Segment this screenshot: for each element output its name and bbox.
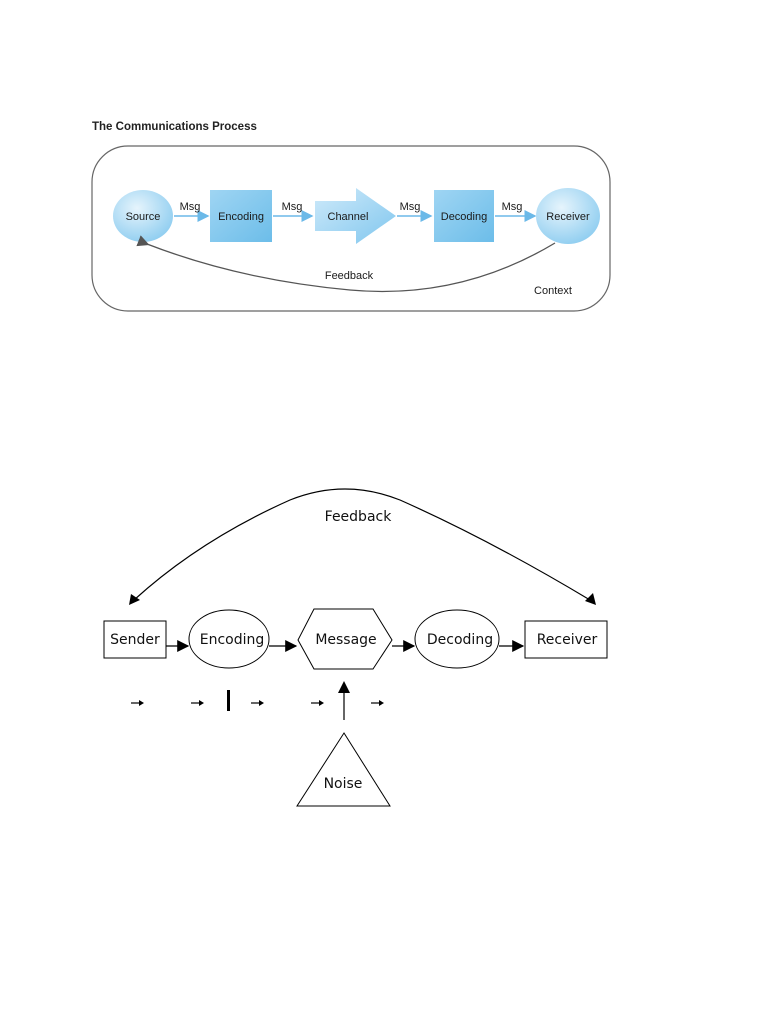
- receiver-node: [536, 188, 600, 244]
- sender-label: Sender: [110, 632, 160, 648]
- feedback-label: Feedback: [325, 270, 374, 282]
- source-label: Source: [126, 211, 161, 223]
- noise-arrowhead: [338, 681, 350, 693]
- msg-label-1: Msg: [180, 201, 201, 213]
- receiver-label: Receiver: [546, 211, 590, 223]
- feedback-arrow: [136, 235, 556, 293]
- decoding-node: [434, 190, 494, 242]
- source-node: [113, 190, 173, 242]
- decoding-label: Decoding: [441, 211, 487, 223]
- feedback-arc: [133, 488, 591, 601]
- receiver-label-2: Receiver: [537, 632, 598, 648]
- diagram-title: The Communications Process: [92, 121, 257, 133]
- msg-label-4: Msg: [502, 201, 523, 213]
- sender-node: [103, 620, 167, 659]
- channel-node: [315, 188, 396, 244]
- message-node: [297, 608, 393, 670]
- encoding-node: [210, 190, 272, 242]
- noise-label: Noise: [324, 776, 363, 792]
- encoding-label: Encoding: [218, 211, 264, 223]
- channel-label: Channel: [328, 211, 369, 223]
- receiver-node-2: [524, 620, 608, 659]
- decoding-node-2: [414, 609, 500, 669]
- message-label: Message: [315, 632, 376, 648]
- feedback-label-2: Feedback: [325, 509, 393, 525]
- decoding-label-2: Decoding: [427, 632, 493, 648]
- context-label: Context: [534, 285, 572, 297]
- noise-node: [296, 732, 391, 807]
- msg-label-2: Msg: [282, 201, 303, 213]
- feedback-arrowhead-right: [585, 593, 596, 605]
- msg-label-3: Msg: [400, 201, 421, 213]
- vertical-bar-mark: [227, 690, 230, 711]
- feedback-arrowhead-left: [129, 594, 140, 605]
- encoding-label-2: Encoding: [200, 632, 265, 648]
- encoding-node-2: [188, 609, 270, 669]
- small-arrows-row: [131, 700, 384, 706]
- context-frame: [91, 145, 611, 312]
